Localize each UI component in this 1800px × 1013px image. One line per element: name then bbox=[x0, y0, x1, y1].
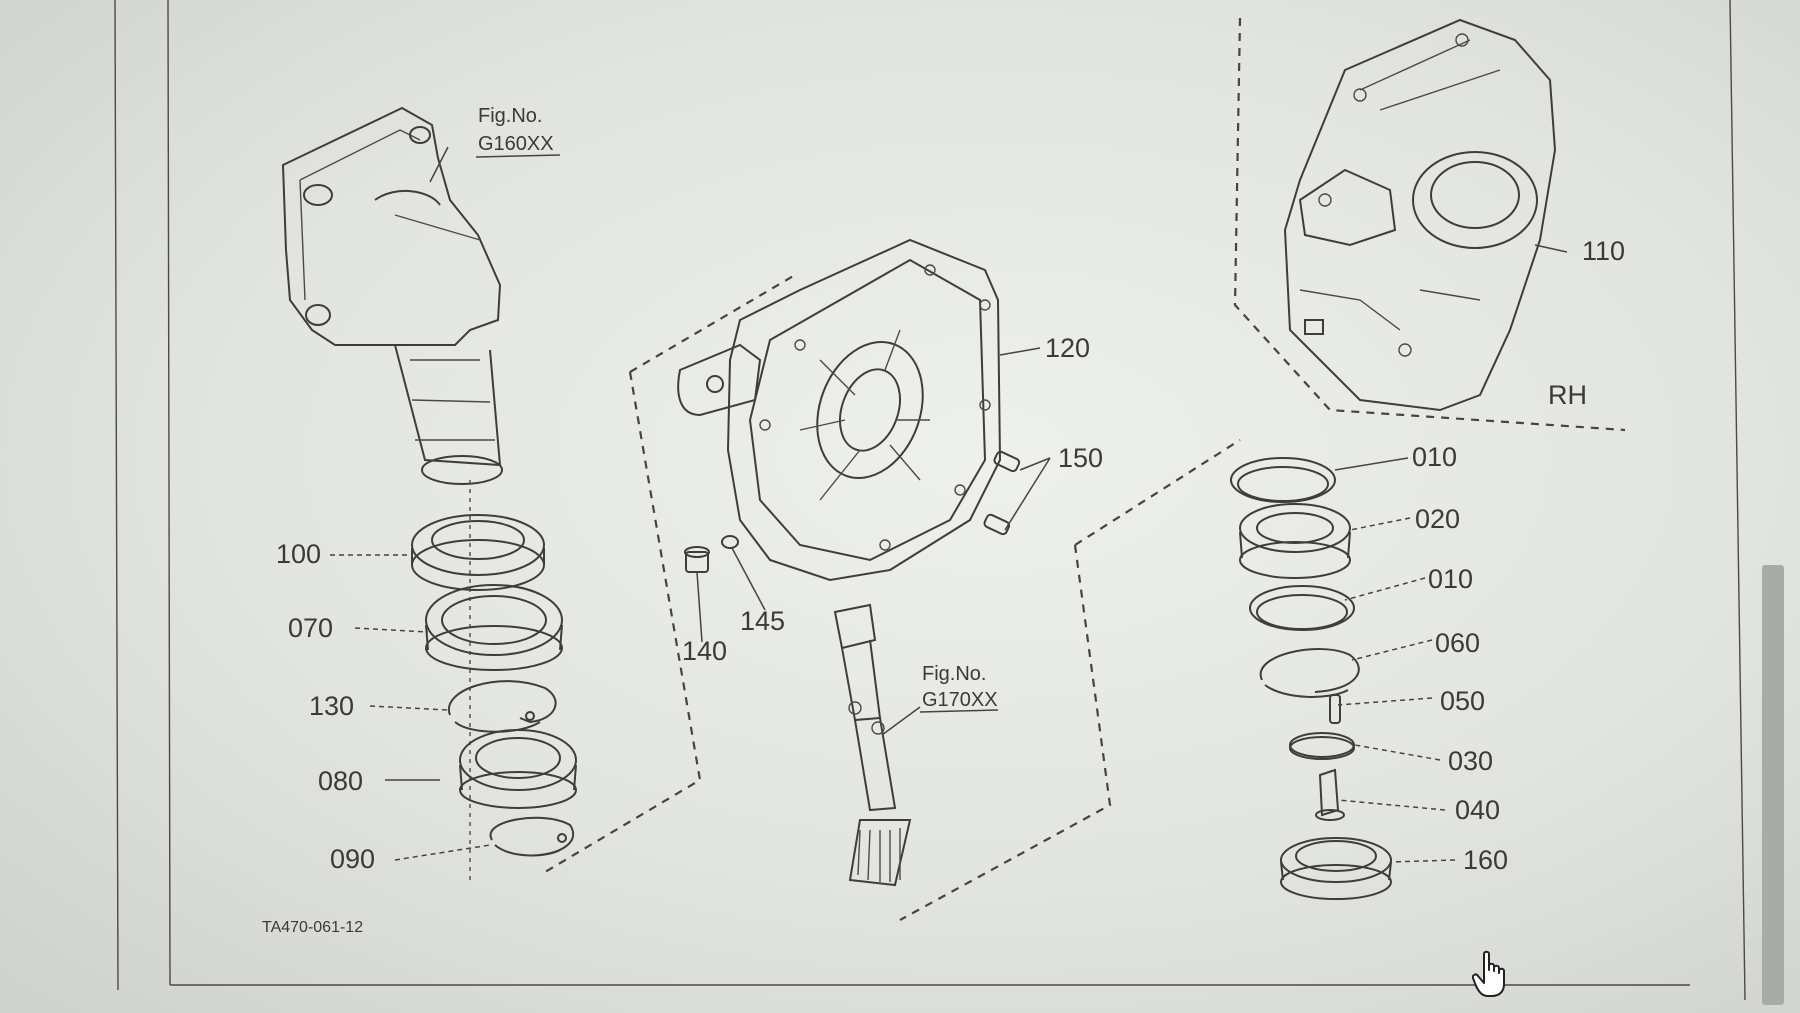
vertical-scrollbar-thumb[interactable] bbox=[1762, 565, 1784, 1005]
callout-145: 145 bbox=[740, 606, 785, 636]
figref-g170xx-underline bbox=[919, 709, 999, 713]
center-group-bracket-top bbox=[629, 274, 796, 373]
callout-040: 040 bbox=[1455, 795, 1500, 825]
callout-060: 060 bbox=[1435, 628, 1480, 658]
right-group-bracket-bottom bbox=[899, 544, 1112, 921]
callout-050: 050 bbox=[1440, 686, 1485, 716]
callout-010-top: 010 bbox=[1412, 442, 1457, 472]
right-housing-bracket bbox=[1233, 17, 1626, 432]
callout-100: 100 bbox=[276, 539, 321, 569]
hand-pointer-icon bbox=[1472, 950, 1505, 997]
callout-110: 110 bbox=[1582, 236, 1625, 266]
callout-070: 070 bbox=[288, 613, 333, 643]
left-housing-drawing bbox=[281, 106, 577, 880]
callout-130: 130 bbox=[309, 691, 354, 721]
callout-090: 090 bbox=[330, 844, 375, 874]
page-border-left bbox=[114, 0, 119, 991]
leader-lines bbox=[330, 146, 1568, 863]
side-label-rh: RH bbox=[1548, 380, 1587, 410]
callout-120: 120 bbox=[1045, 333, 1090, 363]
inner-border-left bbox=[167, 0, 171, 986]
right-stack-drawing bbox=[1230, 457, 1392, 900]
figref-g170xx-line2: G170XX bbox=[922, 689, 998, 711]
center-group-bracket-left bbox=[539, 371, 702, 876]
page-border-right bbox=[1729, 0, 1746, 1001]
figref-g160xx-line2: G160XX bbox=[478, 133, 554, 155]
figref-g160xx-underline bbox=[475, 154, 561, 158]
plate-code: TA470-061-12 bbox=[262, 919, 363, 936]
right-group-bracket-top bbox=[1074, 439, 1241, 546]
right-housing-drawing bbox=[1283, 18, 1557, 412]
center-housing-drawing bbox=[677, 238, 1021, 887]
figref-g160xx-line1: Fig.No. bbox=[478, 105, 542, 127]
callout-160: 160 bbox=[1463, 845, 1508, 875]
callout-020: 020 bbox=[1415, 504, 1460, 534]
callout-030: 030 bbox=[1448, 746, 1493, 776]
callout-010-mid: 010 bbox=[1428, 564, 1473, 594]
callout-140: 140 bbox=[682, 636, 727, 666]
callout-080: 080 bbox=[318, 766, 363, 796]
callout-150: 150 bbox=[1058, 443, 1103, 473]
figref-g170xx-line1: Fig.No. bbox=[922, 663, 986, 685]
